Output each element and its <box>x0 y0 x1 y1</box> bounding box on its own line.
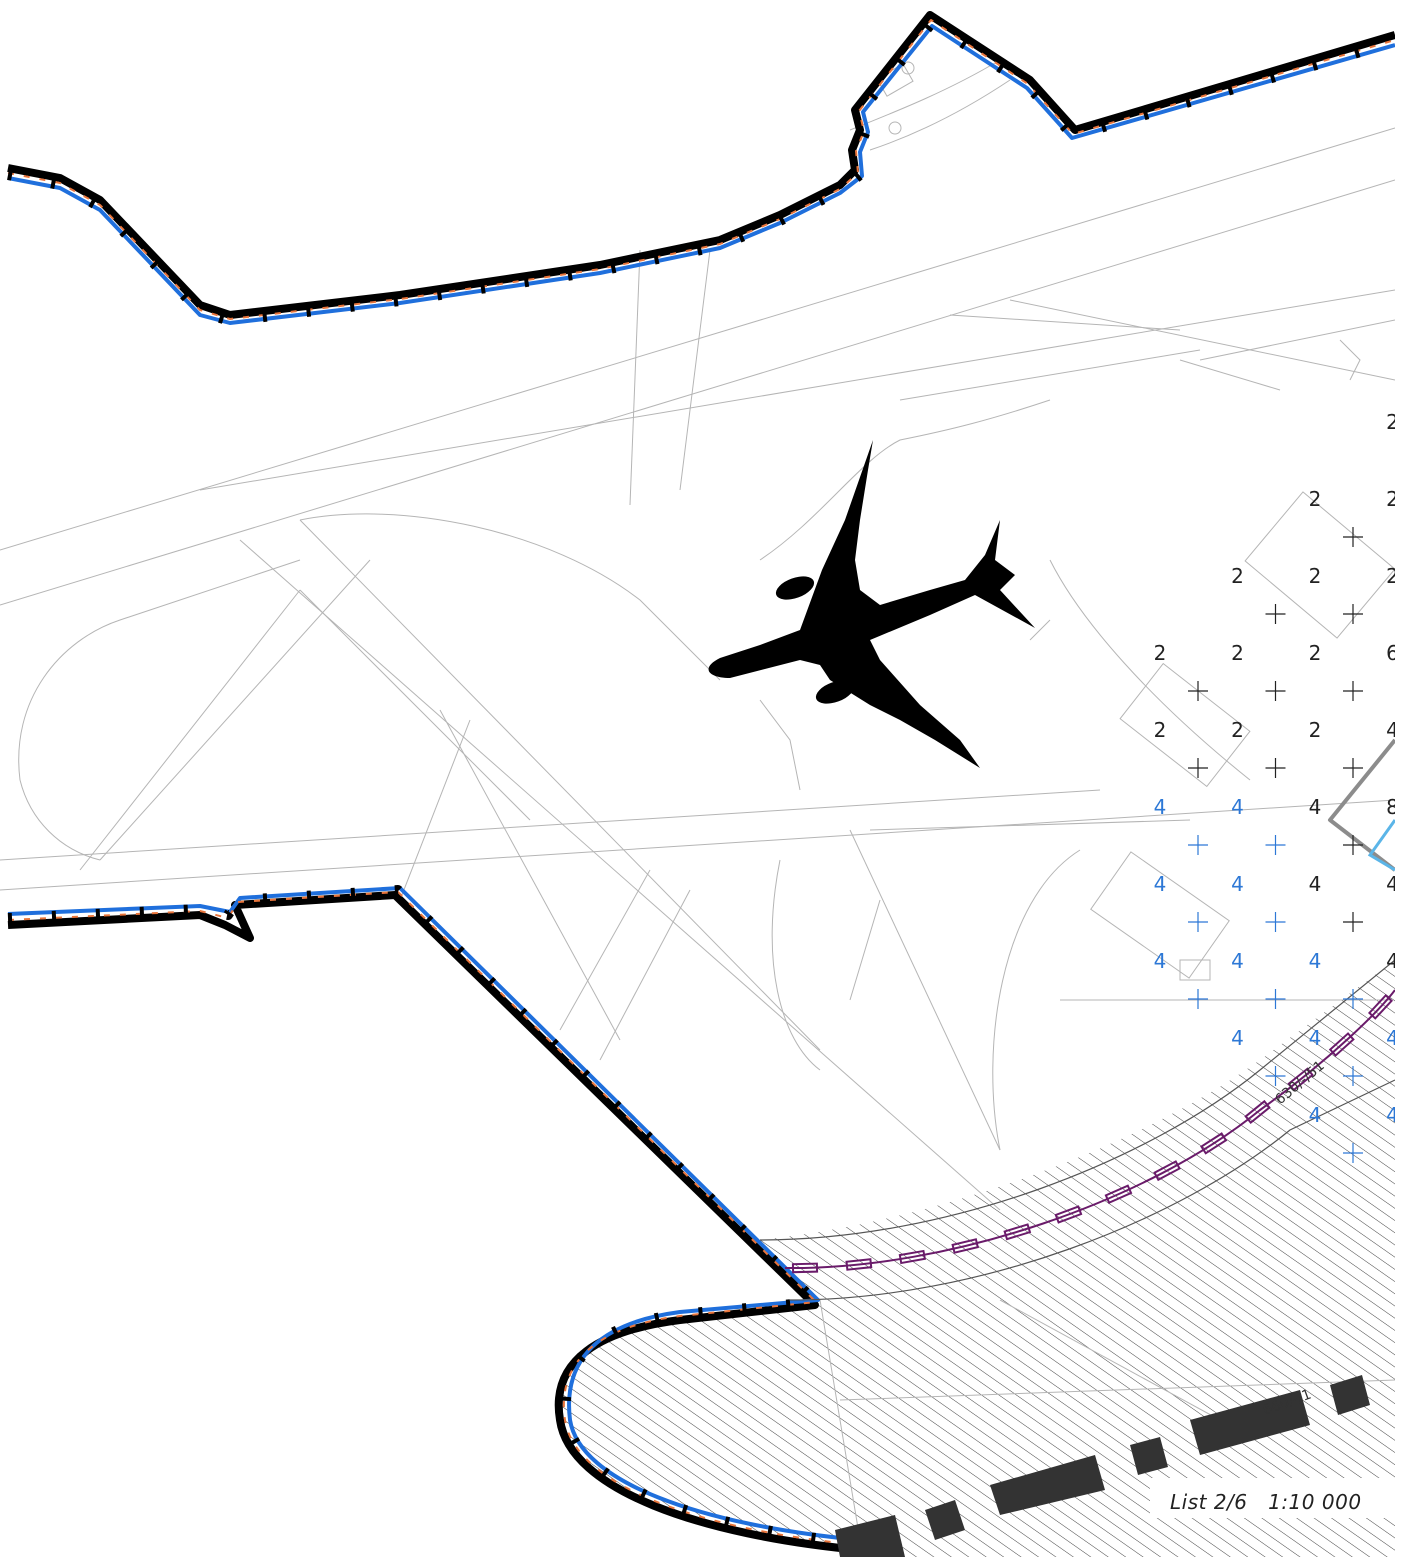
zone-value: 2 <box>1231 564 1244 588</box>
hatched-protection-zone <box>558 960 1395 1557</box>
grid-cross <box>1343 758 1363 778</box>
zone-value: 4 <box>1386 1026 1399 1050</box>
pipeline-link <box>1200 1132 1228 1155</box>
zone-value: 4 <box>1231 795 1244 819</box>
zone-value: 4 <box>1309 1103 1322 1127</box>
zone-value: 2 <box>1309 641 1322 665</box>
grid-cross <box>1188 758 1208 778</box>
grid-cross <box>1265 604 1286 624</box>
zone-value: 4 <box>1386 949 1399 973</box>
zone-value: 2 <box>1309 718 1322 742</box>
grid-cross <box>1343 681 1363 701</box>
zone-value: 4 <box>1386 718 1399 742</box>
pipeline-link <box>1104 1184 1133 1205</box>
pipeline-link <box>845 1258 873 1271</box>
zone-value: 4 <box>1309 1026 1322 1050</box>
zone-value: 4 <box>1231 1026 1244 1050</box>
grid-cross <box>1343 1143 1363 1163</box>
pipeline-link <box>1244 1099 1271 1125</box>
grid-cross <box>1265 758 1286 778</box>
map-scale: 1:10 000 <box>1268 1490 1362 1514</box>
zone-value: 4 <box>1386 1103 1399 1127</box>
sheet-scale-label: List 2/6 1:10 000 <box>1170 1490 1362 1514</box>
grid-cross <box>1188 681 1208 701</box>
zone-value: 8 <box>1386 795 1399 819</box>
pipeline-links <box>791 993 1394 1274</box>
airplane-icon <box>708 440 1035 768</box>
zone-value: 4 <box>1309 872 1322 896</box>
zone-value: 4 <box>1231 949 1244 973</box>
zone-value: 4 <box>1231 872 1244 896</box>
zone-value: 2 <box>1231 718 1244 742</box>
planned-road <box>835 1375 1370 1557</box>
grid-cross <box>1265 912 1286 932</box>
plan-boundary-upper <box>7 11 1395 326</box>
grid-cross <box>1265 835 1286 855</box>
zone-value: 4 <box>1154 872 1167 896</box>
zone-grid-marks <box>1188 527 1363 1163</box>
grid-cross <box>1265 989 1286 1009</box>
cadastre-lines <box>0 59 1395 1541</box>
pipeline-link <box>1328 1032 1355 1057</box>
grey-building-outline <box>1328 738 1395 872</box>
pipeline-link <box>1367 993 1394 1020</box>
zone-grid-numbers: 2222222262226622248444884444844444444444… <box>1154 410 1399 1127</box>
zone-value: 2 <box>1386 410 1399 434</box>
zone-value: 2 <box>1386 487 1399 511</box>
grid-cross <box>1343 604 1363 624</box>
plan-boundary-lower <box>7 885 861 1554</box>
pipeline-link <box>1287 1067 1314 1092</box>
grid-cross <box>1343 527 1363 547</box>
grid-cross <box>1343 835 1363 855</box>
pipeline-link <box>791 1262 819 1274</box>
light-blue-pipe <box>1367 819 1395 872</box>
zone-value: 2 <box>1386 564 1399 588</box>
grid-cross <box>1343 912 1363 932</box>
grid-cross <box>1343 989 1363 1009</box>
zone-value: 2 <box>1154 641 1167 665</box>
zone-value: 4 <box>1309 795 1322 819</box>
zone-value: 4 <box>1386 872 1399 896</box>
zone-value: 2 <box>1309 564 1322 588</box>
zone-value: 2 <box>1309 487 1322 511</box>
grid-cross <box>1188 835 1208 855</box>
pipeline-link <box>951 1238 980 1254</box>
pipeline-band <box>759 959 1395 1301</box>
grid-cross <box>1188 912 1208 932</box>
grid-cross <box>1343 1066 1363 1086</box>
pipeline-link <box>898 1249 927 1265</box>
zone-value: 2 <box>1231 641 1244 665</box>
zone-value: 2 <box>1154 718 1167 742</box>
sheet-number: List 2/6 <box>1170 1490 1248 1514</box>
grid-cross <box>1265 1066 1286 1086</box>
scale-box <box>1150 1478 1395 1518</box>
pipeline-link <box>1003 1223 1032 1241</box>
zone-value: 4 <box>1309 949 1322 973</box>
zone-value: 6 <box>1386 641 1399 665</box>
zone-value: 4 <box>1154 949 1167 973</box>
pipeline-link <box>1054 1205 1083 1224</box>
grid-cross <box>1188 989 1208 1009</box>
grid-cross <box>1265 681 1286 701</box>
zone-value: 4 <box>1154 795 1167 819</box>
pipeline-link <box>1153 1160 1181 1182</box>
